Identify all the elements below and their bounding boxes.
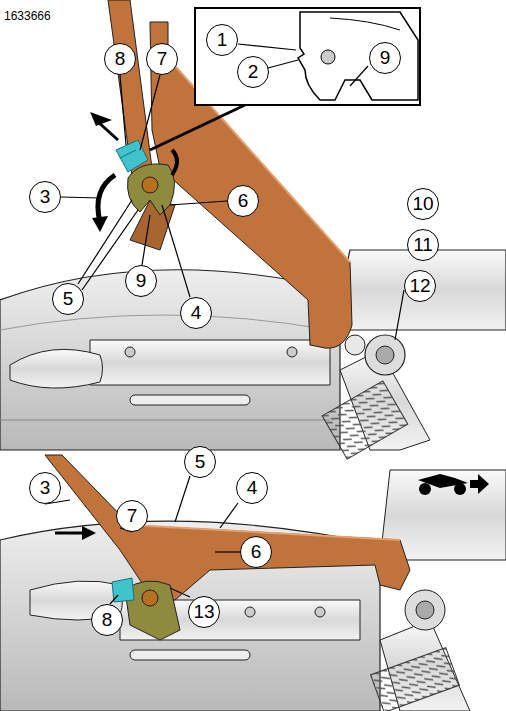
callout-number: 6 <box>227 185 259 217</box>
bottom-view <box>0 455 506 711</box>
callout-number: 4 <box>180 297 212 329</box>
callout-number: 11 <box>407 229 439 261</box>
callout-text: 2 <box>248 61 259 83</box>
callout-text: 6 <box>251 541 262 563</box>
callout-text: 7 <box>157 48 168 70</box>
callout-number: 2 <box>237 56 269 88</box>
callout-text: 6 <box>238 190 249 212</box>
callout-number: 12 <box>404 270 436 302</box>
callout-number: 10 <box>407 188 439 220</box>
callout-text: 9 <box>136 270 147 292</box>
figure-id-text: 1633666 <box>4 9 51 23</box>
callout-text: 11 <box>413 234 433 256</box>
callout-text: 10 <box>412 193 433 215</box>
figure-id: 1633666 <box>4 9 51 23</box>
callout-text: 8 <box>102 609 113 631</box>
callout-text: 1 <box>217 29 228 51</box>
callout-text: 12 <box>409 275 430 297</box>
callout-text: 3 <box>40 477 51 499</box>
callout-text: 4 <box>191 302 202 324</box>
callout-number: 9 <box>125 265 157 297</box>
callout-number: 1 <box>206 24 238 56</box>
callout-number: 13 <box>188 596 220 628</box>
callout-text: 9 <box>380 47 391 69</box>
callout-text: 3 <box>40 186 51 208</box>
callout-number: 4 <box>236 472 268 504</box>
callout-text: 8 <box>115 48 126 70</box>
callout-number: 8 <box>104 43 136 75</box>
callout-text: 7 <box>127 505 138 527</box>
top-view <box>0 0 506 459</box>
leader-lines <box>45 44 404 604</box>
callout-text: 13 <box>193 601 214 623</box>
callout-number: 8 <box>91 604 123 636</box>
callout-number: 3 <box>29 472 61 504</box>
callout-text: 5 <box>195 451 206 473</box>
callout-number: 7 <box>116 500 148 532</box>
callout-text: 5 <box>63 288 74 310</box>
callout-text: 4 <box>247 477 258 499</box>
callout-number: 5 <box>184 446 216 478</box>
callout-number: 3 <box>29 181 61 213</box>
callout-number: 6 <box>240 536 272 568</box>
callout-number: 9 <box>369 42 401 74</box>
callout-number: 5 <box>52 283 84 315</box>
callout-number: 7 <box>146 43 178 75</box>
